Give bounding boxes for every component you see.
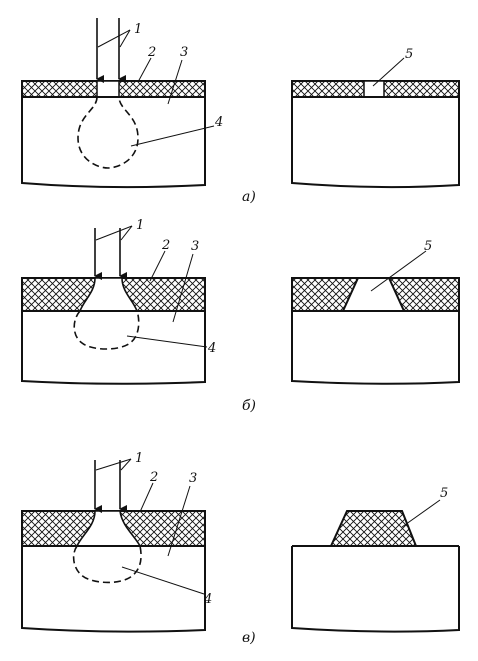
panel-a: 1 2 3 4 5 а): [21, 18, 460, 205]
label-3: 3: [180, 45, 188, 60]
panel-c-exposure: 1 2 3 4: [21, 451, 212, 633]
leader-1a: [97, 29, 131, 48]
resist-feature: [329, 510, 418, 547]
caption-a: а): [242, 189, 256, 205]
leader-4: [121, 566, 205, 595]
interaction-zone: [72, 545, 142, 584]
leader-5: [372, 57, 405, 87]
substrate: [21, 311, 206, 385]
leader-3: [167, 485, 191, 557]
beam-opening: [96, 80, 120, 98]
substrate: [21, 97, 206, 189]
leader-5: [370, 250, 427, 292]
leader-4: [130, 125, 215, 147]
resist-opening: [363, 80, 385, 98]
label-3: 3: [191, 239, 199, 254]
caption-c: в): [242, 630, 256, 646]
label-4: 4: [207, 341, 216, 356]
leader-1a: [95, 225, 133, 241]
panel-c: 1 2 3 4 5 в): [21, 451, 460, 646]
substrate: [291, 546, 460, 633]
panel-b: 1 2 3 4 5 б): [21, 218, 460, 414]
leader-1b: [119, 29, 131, 48]
leader-5: [401, 499, 441, 528]
leader-3: [167, 59, 183, 105]
leader-2: [137, 57, 152, 83]
label-5: 5: [405, 47, 413, 62]
label-5: 5: [424, 239, 432, 254]
leader-1b: [120, 458, 132, 471]
leader-3: [172, 253, 194, 323]
label-5: 5: [440, 486, 448, 501]
label-2: 2: [161, 238, 170, 253]
label-4: 4: [214, 115, 223, 130]
label-1: 1: [135, 451, 143, 466]
leader-2: [149, 250, 166, 282]
panel-b-result: 5: [291, 239, 460, 385]
leader-4: [126, 335, 208, 348]
caption-b: б): [242, 398, 256, 414]
leader-2: [139, 482, 154, 513]
label-2: 2: [147, 45, 156, 60]
label-4: 4: [203, 592, 212, 607]
label-1: 1: [134, 22, 142, 37]
substrate: [291, 311, 460, 385]
leader-1a: [95, 458, 132, 471]
label-2: 2: [149, 470, 158, 485]
panel-c-result: 5: [291, 486, 460, 633]
substrate: [21, 546, 206, 633]
interaction-zone: [77, 96, 139, 169]
substrate: [291, 97, 460, 189]
interaction-zone: [73, 310, 140, 350]
leader-1b: [120, 225, 133, 241]
label-3: 3: [189, 471, 197, 486]
label-1: 1: [136, 218, 144, 233]
panel-a-exposure: 1 2 3 4: [21, 18, 223, 189]
panel-b-exposure: 1 2 3 4: [21, 218, 216, 385]
panel-a-result: 5: [291, 47, 460, 189]
